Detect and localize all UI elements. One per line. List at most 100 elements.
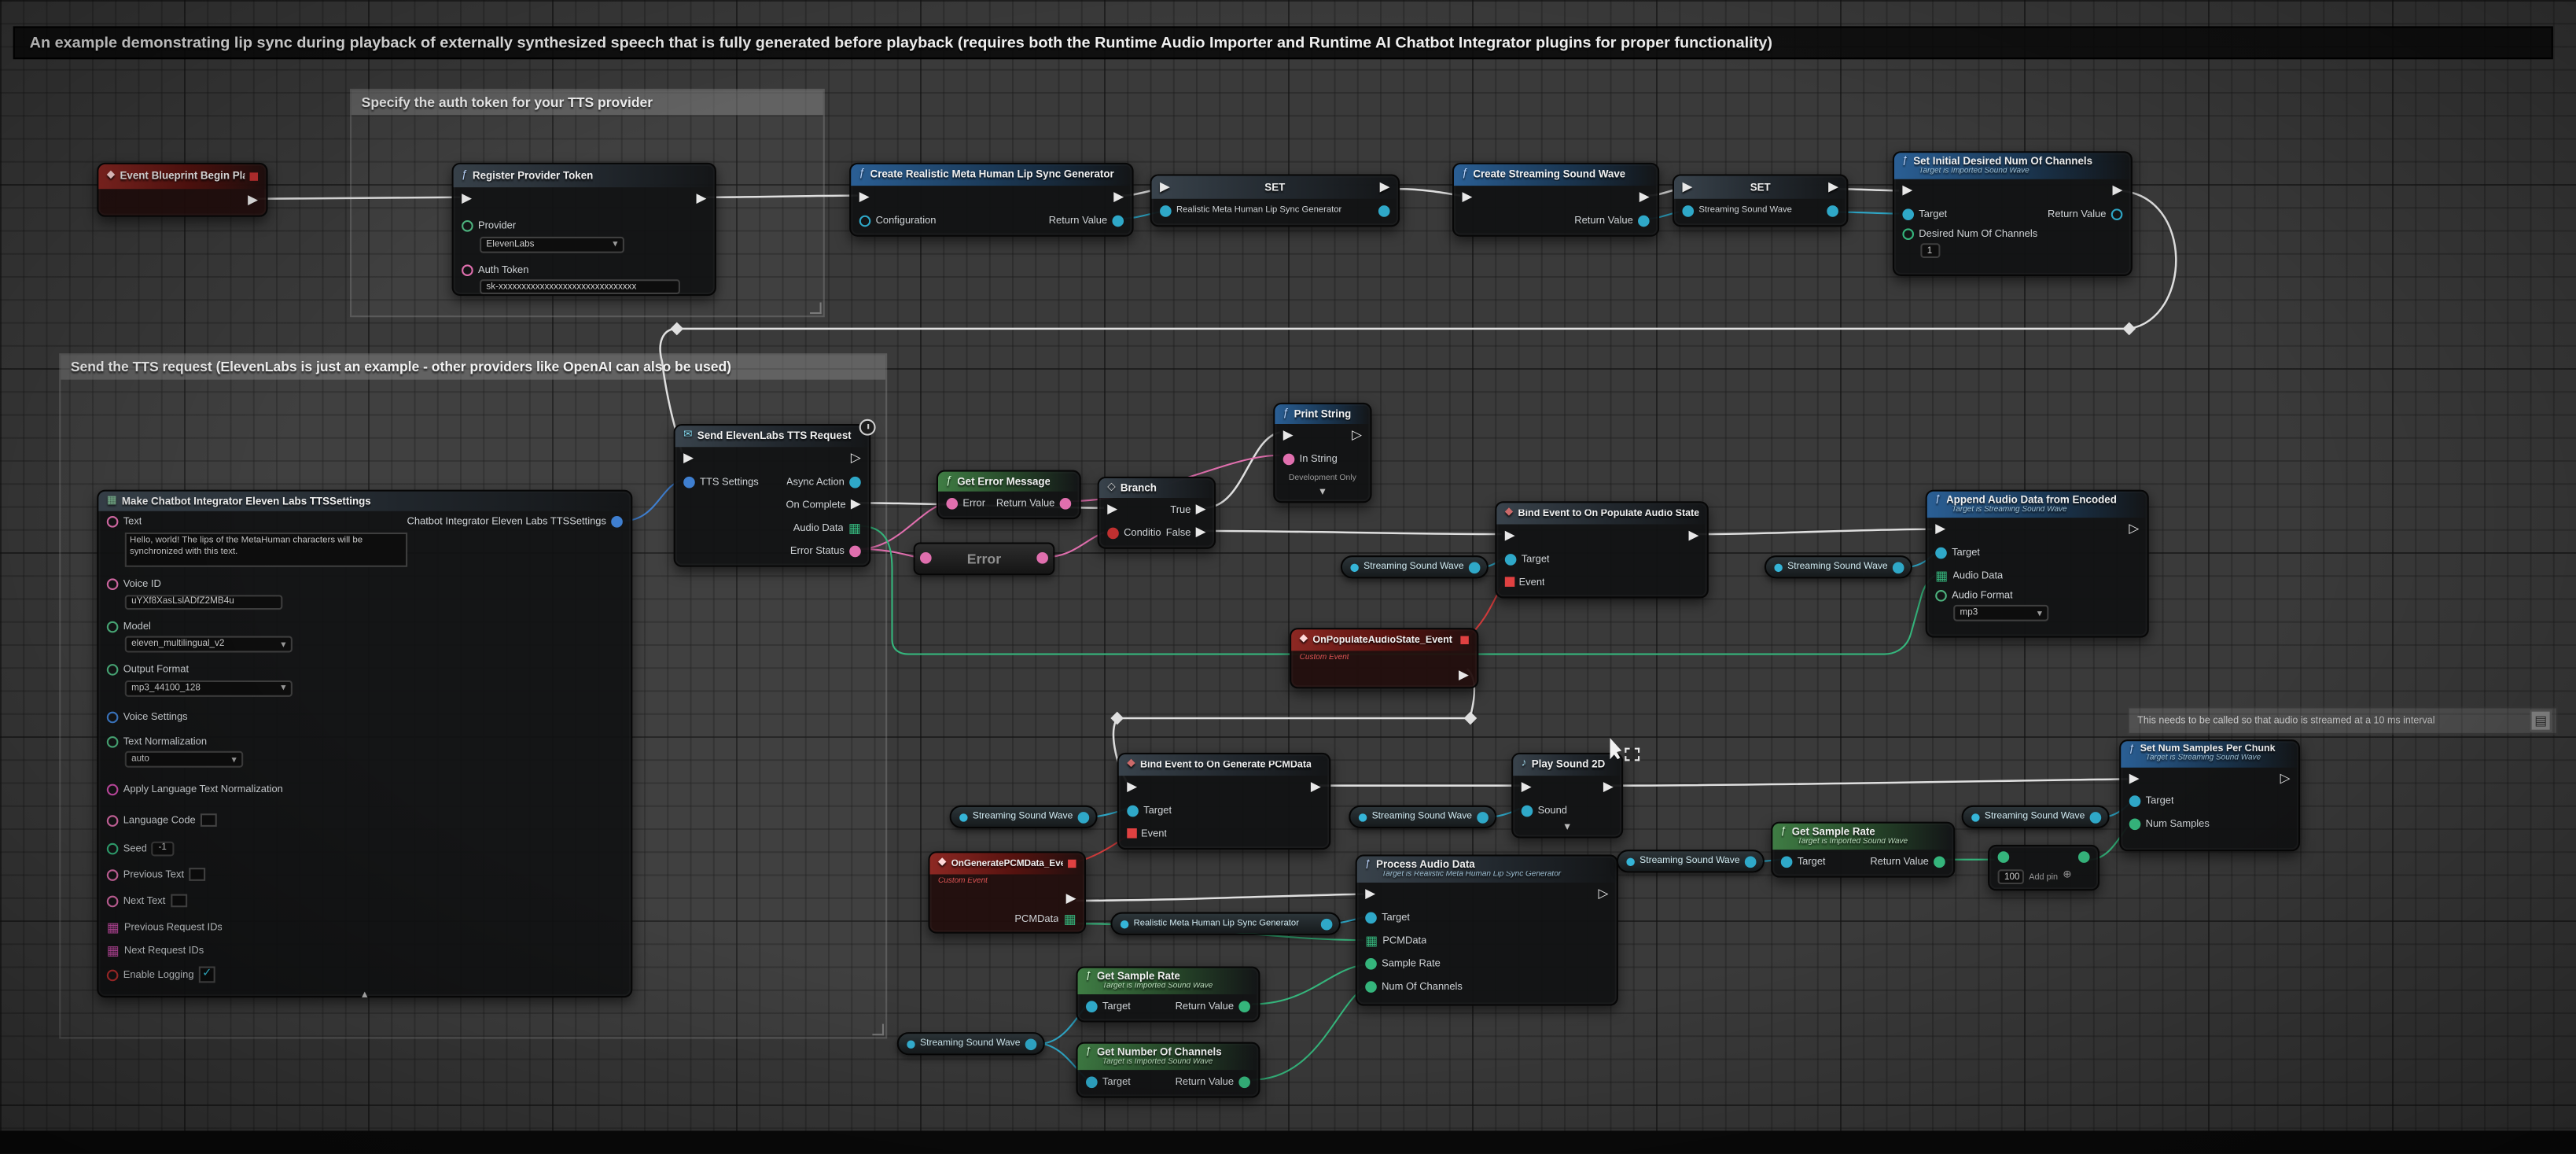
exec-in-pin[interactable]: ▶	[2129, 770, 2140, 786]
voice-id-input[interactable]: uYXf8XasLslADfZ2MB4u	[124, 594, 283, 610]
delegate-out-pin[interactable]	[1067, 859, 1076, 868]
exec-out-pin[interactable]: ▶	[1688, 527, 1699, 543]
text-normalization-dropdown[interactable]: auto▾	[124, 750, 244, 768]
sample-rate-pin[interactable]	[1365, 957, 1377, 970]
enum-pin[interactable]	[106, 735, 119, 747]
var-streaming-sound-wave[interactable]: Streaming Sound Wave	[1616, 850, 1765, 873]
exec-in-pin[interactable]: ▶	[1160, 179, 1170, 194]
sound-pin[interactable]	[1521, 804, 1533, 817]
error-status-pin[interactable]	[849, 544, 861, 557]
target-pin[interactable]	[2129, 795, 2141, 808]
output-pin[interactable]	[1827, 205, 1838, 216]
output-pin[interactable]	[1892, 561, 1904, 573]
collapse-arrow-icon[interactable]: ▴	[362, 989, 368, 1001]
exec-out-pin[interactable]: ▶	[1065, 890, 1076, 906]
node-bind-on-populate-audio-state[interactable]: ◆Bind Event to On Populate Audio State ▶…	[1495, 501, 1709, 599]
async-action-pin[interactable]	[849, 475, 861, 488]
configuration-pin[interactable]	[859, 214, 871, 227]
node-event-begin-play[interactable]: ◆ Event Blueprint Begin Play ▶	[97, 162, 268, 217]
enable-logging-checkbox[interactable]: ✓	[198, 966, 215, 983]
var-lipsync-generator[interactable]: Realistic Meta Human Lip Sync Generator	[1110, 912, 1341, 935]
string-pin[interactable]	[106, 514, 119, 527]
target-pin[interactable]	[1127, 804, 1139, 817]
exec-out-pin[interactable]: ▶	[696, 190, 707, 206]
event-delegate-pin[interactable]	[1127, 828, 1136, 839]
previous-text-input[interactable]	[189, 868, 206, 881]
node-send-tts-request[interactable]: ✉Send ElevenLabs TTS Request ▶▷ TTS Sett…	[673, 418, 876, 567]
string-pin[interactable]	[106, 814, 119, 826]
exec-in-pin[interactable]: ▶	[1282, 427, 1294, 443]
audio-data-array-pin[interactable]: ▦	[1935, 568, 1948, 584]
enum-pin[interactable]	[462, 219, 473, 232]
enum-pin[interactable]	[106, 664, 119, 676]
enum-pin[interactable]	[1935, 589, 1947, 602]
return-value-pin[interactable]	[1059, 497, 1072, 509]
exec-out-pin[interactable]: ▶	[1639, 189, 1650, 205]
exec-in-pin[interactable]: ▶	[1504, 527, 1515, 543]
string-pin[interactable]	[462, 264, 473, 275]
error-pin[interactable]	[946, 497, 959, 509]
node-register-provider-token[interactable]: ƒ Register Provider Token ▶ ▶ Provider E…	[451, 162, 716, 297]
exec-in-pin[interactable]: ▶	[859, 189, 870, 205]
exec-in-pin[interactable]: ▶	[1902, 183, 1913, 198]
exec-in-pin[interactable]: ▶	[1107, 501, 1118, 517]
exec-in-pin[interactable]: ▶	[1127, 779, 1138, 795]
exec-out-pin[interactable]: ▶	[248, 192, 259, 208]
pcmdata-array-pin[interactable]: ▦	[1365, 933, 1378, 949]
return-value-pin[interactable]	[1112, 214, 1124, 227]
comment-header[interactable]: Send the TTS request (ElevenLabs is just…	[61, 355, 886, 379]
input-pin[interactable]	[1997, 851, 2010, 863]
node-error-reroute[interactable]: Error	[913, 542, 1055, 576]
output-pin[interactable]	[1025, 1038, 1037, 1050]
exec-out-pin[interactable]: ▶	[1458, 666, 1469, 682]
provider-dropdown[interactable]: ElevenLabs▾	[480, 235, 624, 253]
var-streaming-sound-wave[interactable]: Streaming Sound Wave	[1340, 555, 1489, 579]
expand-arrow-icon[interactable]: ▾	[1319, 486, 1326, 499]
node-play-sound-2d[interactable]: ♪Play Sound 2D ▶▶ Sound ▾	[1511, 752, 1624, 839]
target-pin[interactable]	[1086, 1000, 1098, 1012]
error-out-pin[interactable]	[1036, 552, 1048, 564]
exec-out-pin[interactable]: ▷	[2129, 521, 2140, 536]
add-pin-icon[interactable]: ⊕	[2063, 869, 2072, 882]
delegate-out-pin[interactable]	[1459, 636, 1469, 645]
seed-input[interactable]: -1	[152, 840, 175, 856]
node-make-tts-settings[interactable]: ▦Make Chatbot Integrator Eleven Labs TTS…	[97, 489, 633, 1001]
return-value-pin[interactable]	[1238, 1000, 1250, 1012]
exec-out-pin[interactable]: ▷	[2280, 770, 2291, 786]
audio-format-dropdown[interactable]: mp3▾	[1953, 605, 2049, 622]
struct-output-pin[interactable]	[611, 514, 623, 527]
exec-in-pin[interactable]: ▶	[1935, 521, 1946, 536]
int-pin[interactable]	[1902, 227, 1915, 240]
string-pin[interactable]	[106, 868, 119, 880]
node-on-generate-pcmdata-event[interactable]: ◆OnGeneratePCMData_Event Custom Event ▶ …	[928, 851, 1087, 934]
output-pin[interactable]	[1378, 205, 1390, 216]
exec-out-pin[interactable]: ▶	[1603, 779, 1614, 795]
output-pin[interactable]	[2089, 811, 2102, 823]
exec-in-pin[interactable]: ▶	[1682, 179, 1693, 194]
exec-out-pin[interactable]: ▶	[1379, 179, 1390, 194]
var-streaming-sound-wave[interactable]: Streaming Sound Wave	[1349, 805, 1497, 829]
var-streaming-sound-wave[interactable]: Streaming Sound Wave	[949, 805, 1098, 829]
exec-out-pin[interactable]: ▷	[1598, 886, 1609, 901]
return-value-pin[interactable]	[2110, 208, 2123, 220]
note-icon[interactable]: ▤	[2530, 710, 2552, 732]
target-pin[interactable]	[1780, 856, 1793, 868]
on-complete-exec-pin[interactable]: ▶	[850, 496, 861, 511]
output-pin[interactable]	[1477, 811, 1489, 823]
return-value-pin[interactable]	[1934, 856, 1945, 868]
output-pin[interactable]	[1077, 811, 1090, 823]
exec-out-pin[interactable]: ▶	[1310, 779, 1321, 795]
target-pin[interactable]	[1365, 912, 1377, 924]
string-pin[interactable]	[106, 578, 119, 591]
enum-pin[interactable]	[106, 620, 119, 632]
next-text-input[interactable]	[170, 894, 187, 908]
variable-pin[interactable]	[1160, 205, 1172, 216]
resize-handle[interactable]	[872, 1023, 885, 1036]
